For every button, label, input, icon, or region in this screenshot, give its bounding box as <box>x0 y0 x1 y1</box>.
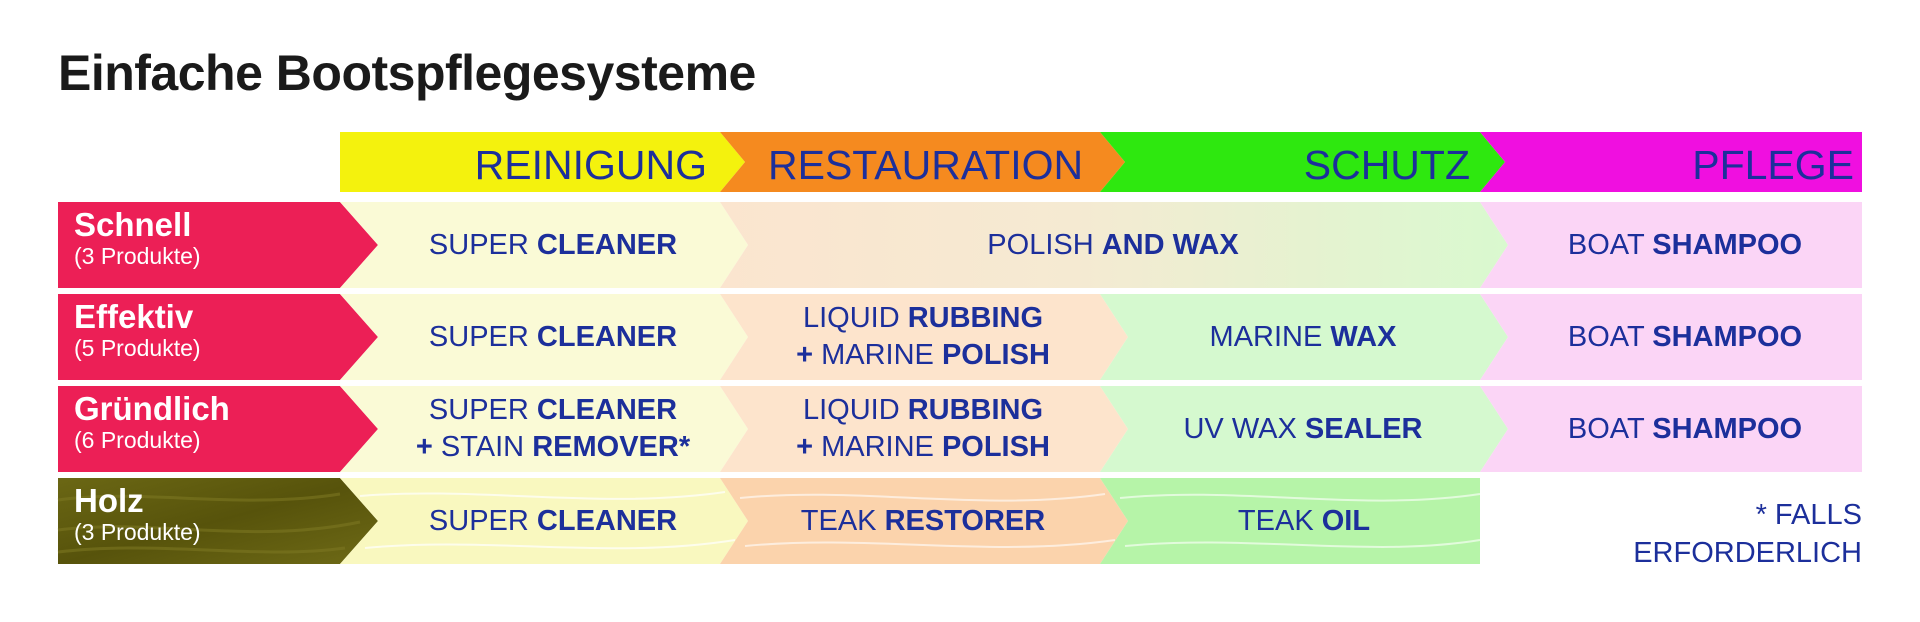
column-header-schutz: SCHUTZ <box>1303 142 1470 188</box>
row-schnell-span-bg <box>720 202 1508 288</box>
row-effektiv-restauration-bg <box>720 294 1128 380</box>
cell-gruendlich-restauration: LIQUID RUBBING + MARINE POLISH <box>748 386 1098 472</box>
cell-schnell-reinigung: SUPER CLEANER <box>378 202 728 288</box>
row-name: Effektiv <box>74 298 194 335</box>
product-line: + MARINE POLISH <box>796 431 1050 463</box>
product-line: BOAT SHAMPOO <box>1567 412 1803 445</box>
row-schnell-pflege-bg <box>1480 202 1862 288</box>
row-effektiv-reinigung-bg <box>340 294 748 380</box>
cell-effektiv-restauration: LIQUID RUBBING + MARINE POLISH <box>748 294 1098 380</box>
row-gruendlich-pflege-bg <box>1480 386 1862 472</box>
row-name: Gründlich <box>74 390 230 427</box>
row-label-gruendlich: Gründlich (6 Produkte) <box>74 390 230 454</box>
product-line: MARINE WAX <box>1209 320 1397 353</box>
column-header-band <box>340 132 1862 192</box>
row-product-count: (5 Produkte) <box>74 334 201 361</box>
footnote-line: * FALLS <box>1755 499 1862 531</box>
row-label-schnell: Schnell (3 Produkte) <box>74 206 201 270</box>
cell-schnell-restauration-schutz: POLISH AND WAX <box>748 202 1478 288</box>
product-line: BOAT SHAMPOO <box>1567 320 1803 353</box>
row-product-count: (6 Produkte) <box>74 426 201 453</box>
header-reinigung-shape <box>340 132 745 192</box>
footnote: * FALLS ERFORDERLICH <box>1633 496 1862 572</box>
row-effektiv-pflege-bg <box>1480 294 1862 380</box>
row-product-count: (3 Produkte) <box>74 518 201 545</box>
header-restauration-shape <box>720 132 1125 192</box>
row-name: Holz <box>74 482 144 519</box>
column-header-reinigung: REINIGUNG <box>474 142 707 188</box>
product-line: + STAIN REMOVER* <box>415 431 691 463</box>
row-name: Schnell <box>74 206 192 243</box>
row-effektiv-arrow <box>58 294 378 380</box>
header-pflege-shape <box>1480 132 1862 192</box>
product-line: + MARINE POLISH <box>796 339 1050 371</box>
cell-effektiv-reinigung: SUPER CLEANER <box>378 294 728 380</box>
product-line: POLISH AND WAX <box>987 228 1239 261</box>
row-gruendlich-schutz-bg <box>1100 386 1508 472</box>
product-line: TEAK RESTORER <box>800 504 1046 537</box>
product-line: SUPER CLEANER <box>428 394 678 426</box>
page-title: Einfache Bootspflegesysteme <box>58 45 756 101</box>
cell-holz-reinigung: SUPER CLEANER <box>378 478 728 564</box>
row-schnell-reinigung-bg <box>340 202 748 288</box>
product-line: SUPER CLEANER <box>428 320 678 353</box>
row-gruendlich-reinigung-bg <box>340 386 748 472</box>
product-line: LIQUID RUBBING <box>802 394 1044 426</box>
row-effektiv-schutz-bg <box>1100 294 1508 380</box>
footnote-line: ERFORDERLICH <box>1633 537 1862 569</box>
product-line: SUPER CLEANER <box>428 504 678 537</box>
row-holz-reinigung-bg <box>340 478 748 564</box>
product-line: LIQUID RUBBING <box>802 302 1044 334</box>
row-schnell-arrow <box>58 202 378 288</box>
row-gruendlich-restauration-bg <box>720 386 1128 472</box>
cell-effektiv-pflege: BOAT SHAMPOO <box>1508 294 1862 380</box>
row-holz-arrow <box>57 478 378 564</box>
product-line: TEAK OIL <box>1237 504 1371 537</box>
header-schutz-shape <box>1100 132 1505 192</box>
product-line: UV WAX SEALER <box>1183 412 1423 445</box>
row-holz-schutz-bg <box>1100 478 1481 564</box>
cell-gruendlich-schutz: UV WAX SEALER <box>1128 386 1478 472</box>
row-holz-restauration-bg <box>720 478 1128 564</box>
row-label-holz: Holz (3 Produkte) <box>74 482 201 546</box>
row-product-count: (3 Produkte) <box>74 242 201 269</box>
cell-gruendlich-reinigung: SUPER CLEANER + STAIN REMOVER* <box>378 386 728 472</box>
row-gruendlich-arrow <box>58 386 378 472</box>
cell-holz-restauration: TEAK RESTORER <box>748 478 1098 564</box>
cell-gruendlich-pflege: BOAT SHAMPOO <box>1508 386 1862 472</box>
column-header-pflege: PFLEGE <box>1692 142 1854 188</box>
cell-holz-schutz: TEAK OIL <box>1128 478 1480 564</box>
cell-schnell-pflege: BOAT SHAMPOO <box>1508 202 1862 288</box>
product-line: SUPER CLEANER <box>428 228 678 261</box>
cell-effektiv-schutz: MARINE WAX <box>1128 294 1478 380</box>
column-header-restauration: RESTAURATION <box>768 142 1084 188</box>
product-line: BOAT SHAMPOO <box>1567 228 1803 261</box>
row-label-effektiv: Effektiv (5 Produkte) <box>74 298 201 362</box>
